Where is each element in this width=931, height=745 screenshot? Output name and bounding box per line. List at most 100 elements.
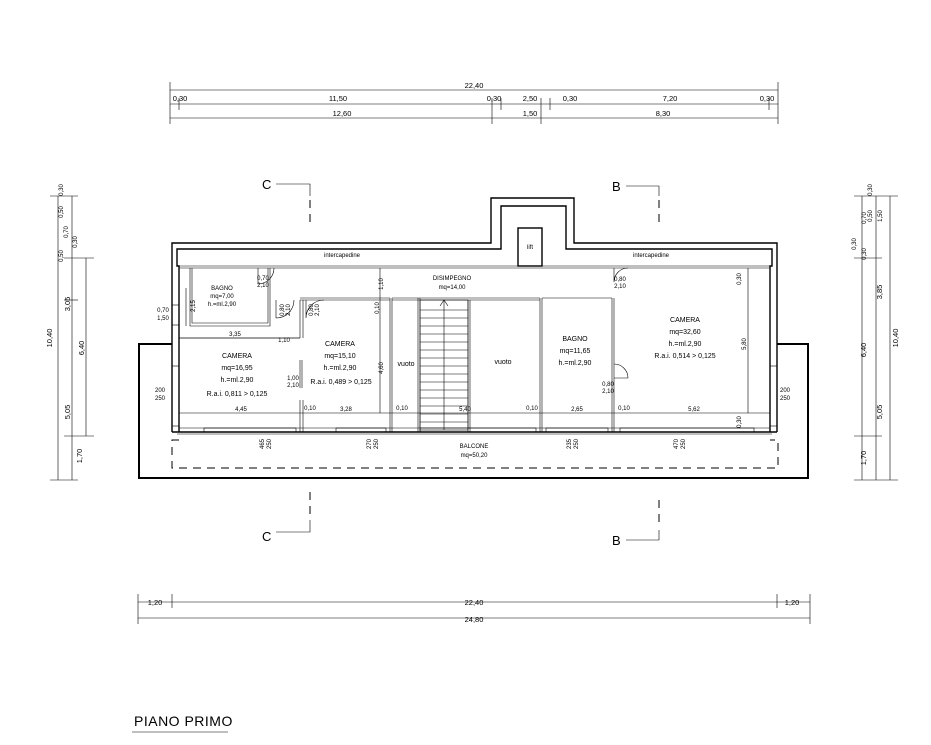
dim-265: 2,65 bbox=[571, 407, 583, 413]
dim-030a: 0,30 bbox=[737, 273, 743, 285]
dim-010d: 0,10 bbox=[618, 406, 630, 412]
lift-label: lift bbox=[527, 245, 533, 251]
right-dimensions: 0,30 1,50 0,70 0,50 0,30 0,30 3,85 5,05 … bbox=[852, 184, 900, 481]
op-210c: 2,10 bbox=[315, 304, 321, 316]
dim-top-r1-2: 11,50 bbox=[329, 94, 347, 103]
bagno1-height: h.=ml.2,90 bbox=[208, 302, 237, 308]
vuoto2-label: vuoto bbox=[494, 359, 511, 366]
camera2-height: h.=ml.2,90 bbox=[324, 365, 357, 372]
dim-580: 5,80 bbox=[742, 338, 748, 350]
dim-top-r1-4: 2,50 bbox=[523, 94, 538, 103]
dim-top-r1-7: 0,30 bbox=[760, 94, 775, 103]
win-200a: 200 bbox=[155, 388, 166, 394]
camera3-height: h.=ml.2,90 bbox=[669, 341, 702, 348]
room-labels: DISIMPEGNO mq=14,00 BAGNO mq=7,00 h.=ml.… bbox=[207, 276, 716, 398]
op-210d: 2,10 bbox=[614, 284, 626, 290]
intercapedine-left: intercapedine bbox=[324, 253, 361, 259]
win-235: 235 bbox=[567, 438, 573, 449]
camera3-area: mq=32,60 bbox=[669, 329, 700, 336]
dim-right-170: 1,70 bbox=[859, 451, 868, 466]
balcone-area: mq=50,20 bbox=[461, 453, 489, 459]
section-c-top: C bbox=[262, 177, 271, 192]
opening-labels: 0,70 2,10 0,80 2,10 0,80 2,10 0,80 2,10 … bbox=[155, 276, 791, 449]
op-210e: 2,10 bbox=[602, 389, 614, 395]
vuoto1-label: vuoto bbox=[397, 361, 414, 368]
dim-010a: 0,10 bbox=[304, 406, 316, 412]
dim-328: 3,28 bbox=[340, 407, 352, 413]
op-080a: 0,80 bbox=[280, 304, 286, 316]
win-470: 470 bbox=[674, 438, 680, 449]
section-markers: C B C B bbox=[262, 177, 660, 548]
op-210f: 2,10 bbox=[287, 383, 299, 389]
win-250f: 250 bbox=[681, 438, 687, 449]
bagno1-name: BAGNO bbox=[211, 286, 233, 292]
section-b-top: B bbox=[612, 179, 621, 194]
camera1-height: h.=ml.2,90 bbox=[221, 377, 254, 384]
dim-right-outer: 10,40 bbox=[891, 329, 900, 348]
win-250b: 250 bbox=[780, 396, 791, 402]
dim-110b: 1,10 bbox=[379, 278, 385, 290]
dim-top-r2-1: 12,60 bbox=[333, 109, 352, 118]
camera1-name: CAMERA bbox=[222, 353, 252, 360]
dim-010e: 0,10 bbox=[375, 302, 381, 314]
dim-top-r1-6: 7,20 bbox=[663, 94, 678, 103]
op-070: 0,70 bbox=[257, 276, 269, 282]
bottom-dimensions: 1,20 22,40 1,20 24,80 bbox=[137, 594, 811, 624]
dim-070: 0,70 bbox=[157, 308, 169, 314]
disimpegno-name: DISIMPEGNO bbox=[433, 276, 472, 282]
dim-562: 5,62 bbox=[688, 407, 700, 413]
internal-dimensions: 2,15 3,35 1,10 4,45 0,10 3,28 0,10 5,40 … bbox=[157, 268, 770, 428]
dim-left-640: 6,40 bbox=[77, 341, 86, 356]
bagno1-area: mq=7,00 bbox=[210, 294, 234, 300]
win-465: 465 bbox=[260, 438, 266, 449]
win-270: 270 bbox=[367, 438, 373, 449]
dim-top-r1-3: 0,30 bbox=[487, 94, 502, 103]
camera3-rai: R.a.i. 0,514 > 0,125 bbox=[654, 353, 715, 360]
camera2-name: CAMERA bbox=[325, 341, 355, 348]
balcone-name: BALCONE bbox=[460, 444, 489, 450]
dim-215: 2,15 bbox=[191, 300, 197, 312]
drawing-title: PIANO PRIMO bbox=[132, 713, 233, 733]
top-dimensions: 22,40 0,30 11,50 0,30 2,50 0,30 7,20 0,3… bbox=[169, 81, 779, 124]
dim-right-030a: 0,30 bbox=[868, 184, 874, 196]
title-text: PIANO PRIMO bbox=[134, 713, 233, 729]
dim-540: 5,40 bbox=[459, 407, 471, 413]
win-250d: 250 bbox=[374, 438, 380, 449]
balcony: BALCONE mq=50,20 bbox=[138, 343, 809, 479]
dim-right-505: 5,05 bbox=[875, 405, 884, 420]
bagno2-area: mq=11,65 bbox=[560, 348, 591, 355]
dim-left-070: 0,70 bbox=[64, 226, 70, 238]
win-250e: 250 bbox=[574, 438, 580, 449]
dim-left-170: 1,70 bbox=[75, 449, 84, 464]
dim-110a: 1,10 bbox=[278, 338, 290, 344]
dim-left-outer: 10,40 bbox=[45, 329, 54, 348]
dim-right-070: 0,70 bbox=[862, 212, 868, 224]
camera2-rai: R.a.i. 0,489 > 0,125 bbox=[310, 379, 371, 386]
op-080c: 0,80 bbox=[614, 277, 626, 283]
dim-top-r2-3: 8,30 bbox=[656, 109, 671, 118]
dim-bottom-left: 1,20 bbox=[148, 598, 163, 607]
section-b-bottom: B bbox=[612, 533, 621, 548]
intercapedine-right: intercapedine bbox=[633, 253, 670, 259]
dim-150: 1,50 bbox=[157, 316, 169, 322]
dim-445: 4,45 bbox=[235, 407, 247, 413]
dim-bottom-mid: 22,40 bbox=[465, 598, 484, 607]
camera2-area: mq=15,10 bbox=[324, 353, 355, 360]
op-210b: 2,10 bbox=[286, 304, 292, 316]
dim-010c: 0,10 bbox=[526, 406, 538, 412]
dim-top-r2-2: 1,50 bbox=[523, 109, 538, 118]
dim-right-150: 1,50 bbox=[878, 210, 884, 222]
dim-left-050a: 0,50 bbox=[59, 206, 65, 218]
dim-right-385: 3,85 bbox=[875, 285, 884, 300]
win-250a: 250 bbox=[155, 396, 166, 402]
section-c-bottom: C bbox=[262, 529, 271, 544]
left-dimensions: 10,40 0,30 0,50 0,70 0,30 0,50 3,05 5,05… bbox=[45, 184, 94, 481]
camera3-name: CAMERA bbox=[670, 317, 700, 324]
disimpegno-area: mq=14,00 bbox=[439, 285, 467, 291]
dim-right-640: 6,40 bbox=[859, 343, 868, 358]
dim-top-r1-5: 0,30 bbox=[563, 94, 578, 103]
op-100: 1,00 bbox=[287, 376, 299, 382]
dim-left-030a: 0,30 bbox=[59, 184, 65, 196]
dim-top-r1-1: 0,30 bbox=[173, 94, 188, 103]
dim-335: 3,35 bbox=[229, 332, 241, 338]
